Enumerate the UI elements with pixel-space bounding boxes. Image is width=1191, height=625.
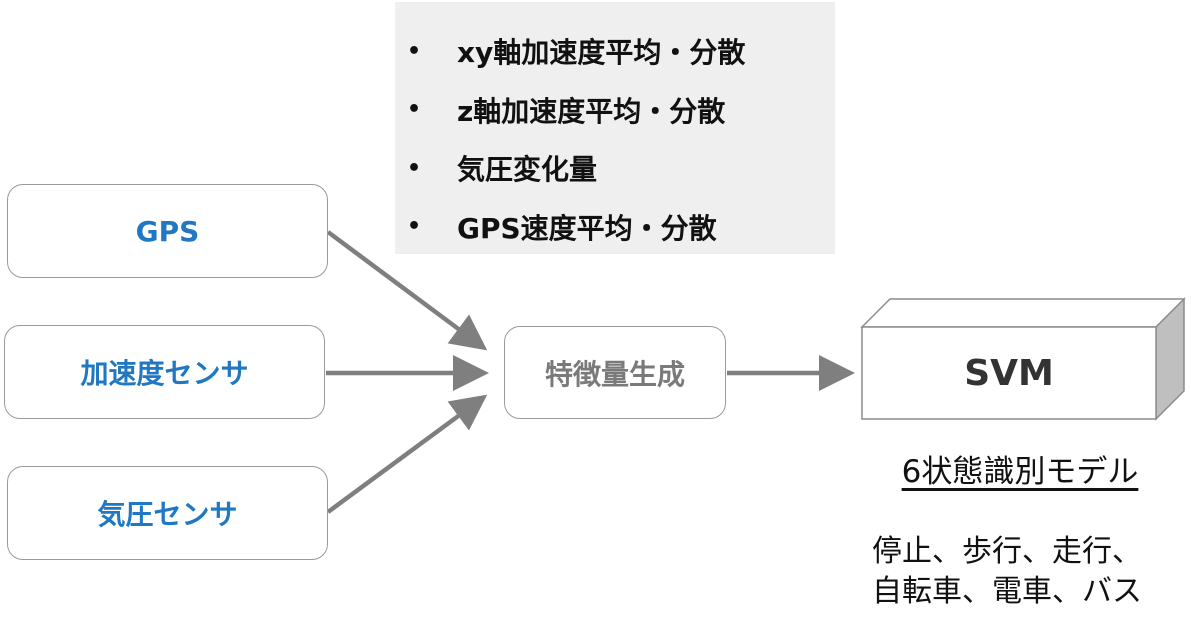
accelerometer-sensor-label: 加速度センサ: [80, 357, 249, 390]
feature-label: GPS速度平均・分散: [457, 211, 717, 245]
accelerometer-sensor-box: 加速度センサ: [4, 325, 325, 419]
class-list-line: 自転車、電車、バス: [872, 574, 1142, 609]
model-caption: 6状態識別モデル: [901, 454, 1139, 490]
svm-label: SVM: [964, 352, 1054, 394]
feature-generation-label: 特徴量生成: [544, 357, 685, 391]
arrow-baro-to-feature: [326, 394, 488, 514]
feature-list-item: • GPS速度平均・分散: [407, 198, 835, 257]
svm-cube-front: [861, 326, 1157, 420]
bullet-marker: •: [407, 38, 422, 64]
bullet-marker: •: [407, 97, 422, 123]
feature-label: xy軸加速度平均・分散: [457, 36, 746, 70]
feature-list-item: • xy軸加速度平均・分散: [407, 22, 835, 81]
feature-list-panel: • xy軸加速度平均・分散 • z軸加速度平均・分散 • 気圧変化量 • GPS…: [395, 2, 835, 254]
feature-generation-box: 特徴量生成: [504, 326, 726, 419]
class-list: 停止、歩行、走行、 自転車、電車、バス: [872, 532, 1182, 612]
feature-list-item: • 気圧変化量: [407, 139, 835, 198]
class-list-line: 停止、歩行、走行、: [872, 534, 1142, 569]
bullet-marker: •: [407, 155, 422, 181]
svm-cube-top: [860, 298, 1186, 328]
gps-sensor-box: GPS: [7, 184, 328, 278]
feature-label: z軸加速度平均・分散: [457, 94, 726, 128]
feature-label: 気圧変化量: [457, 153, 598, 187]
gps-sensor-label: GPS: [135, 214, 200, 248]
arrow-gps-to-feature: [326, 230, 488, 351]
bullet-marker: •: [407, 214, 422, 240]
barometer-sensor-box: 気圧センサ: [7, 466, 328, 560]
svm-cube: [860, 297, 1186, 421]
feature-list-item: • z軸加速度平均・分散: [407, 81, 835, 140]
barometer-sensor-label: 気圧センサ: [97, 498, 238, 531]
